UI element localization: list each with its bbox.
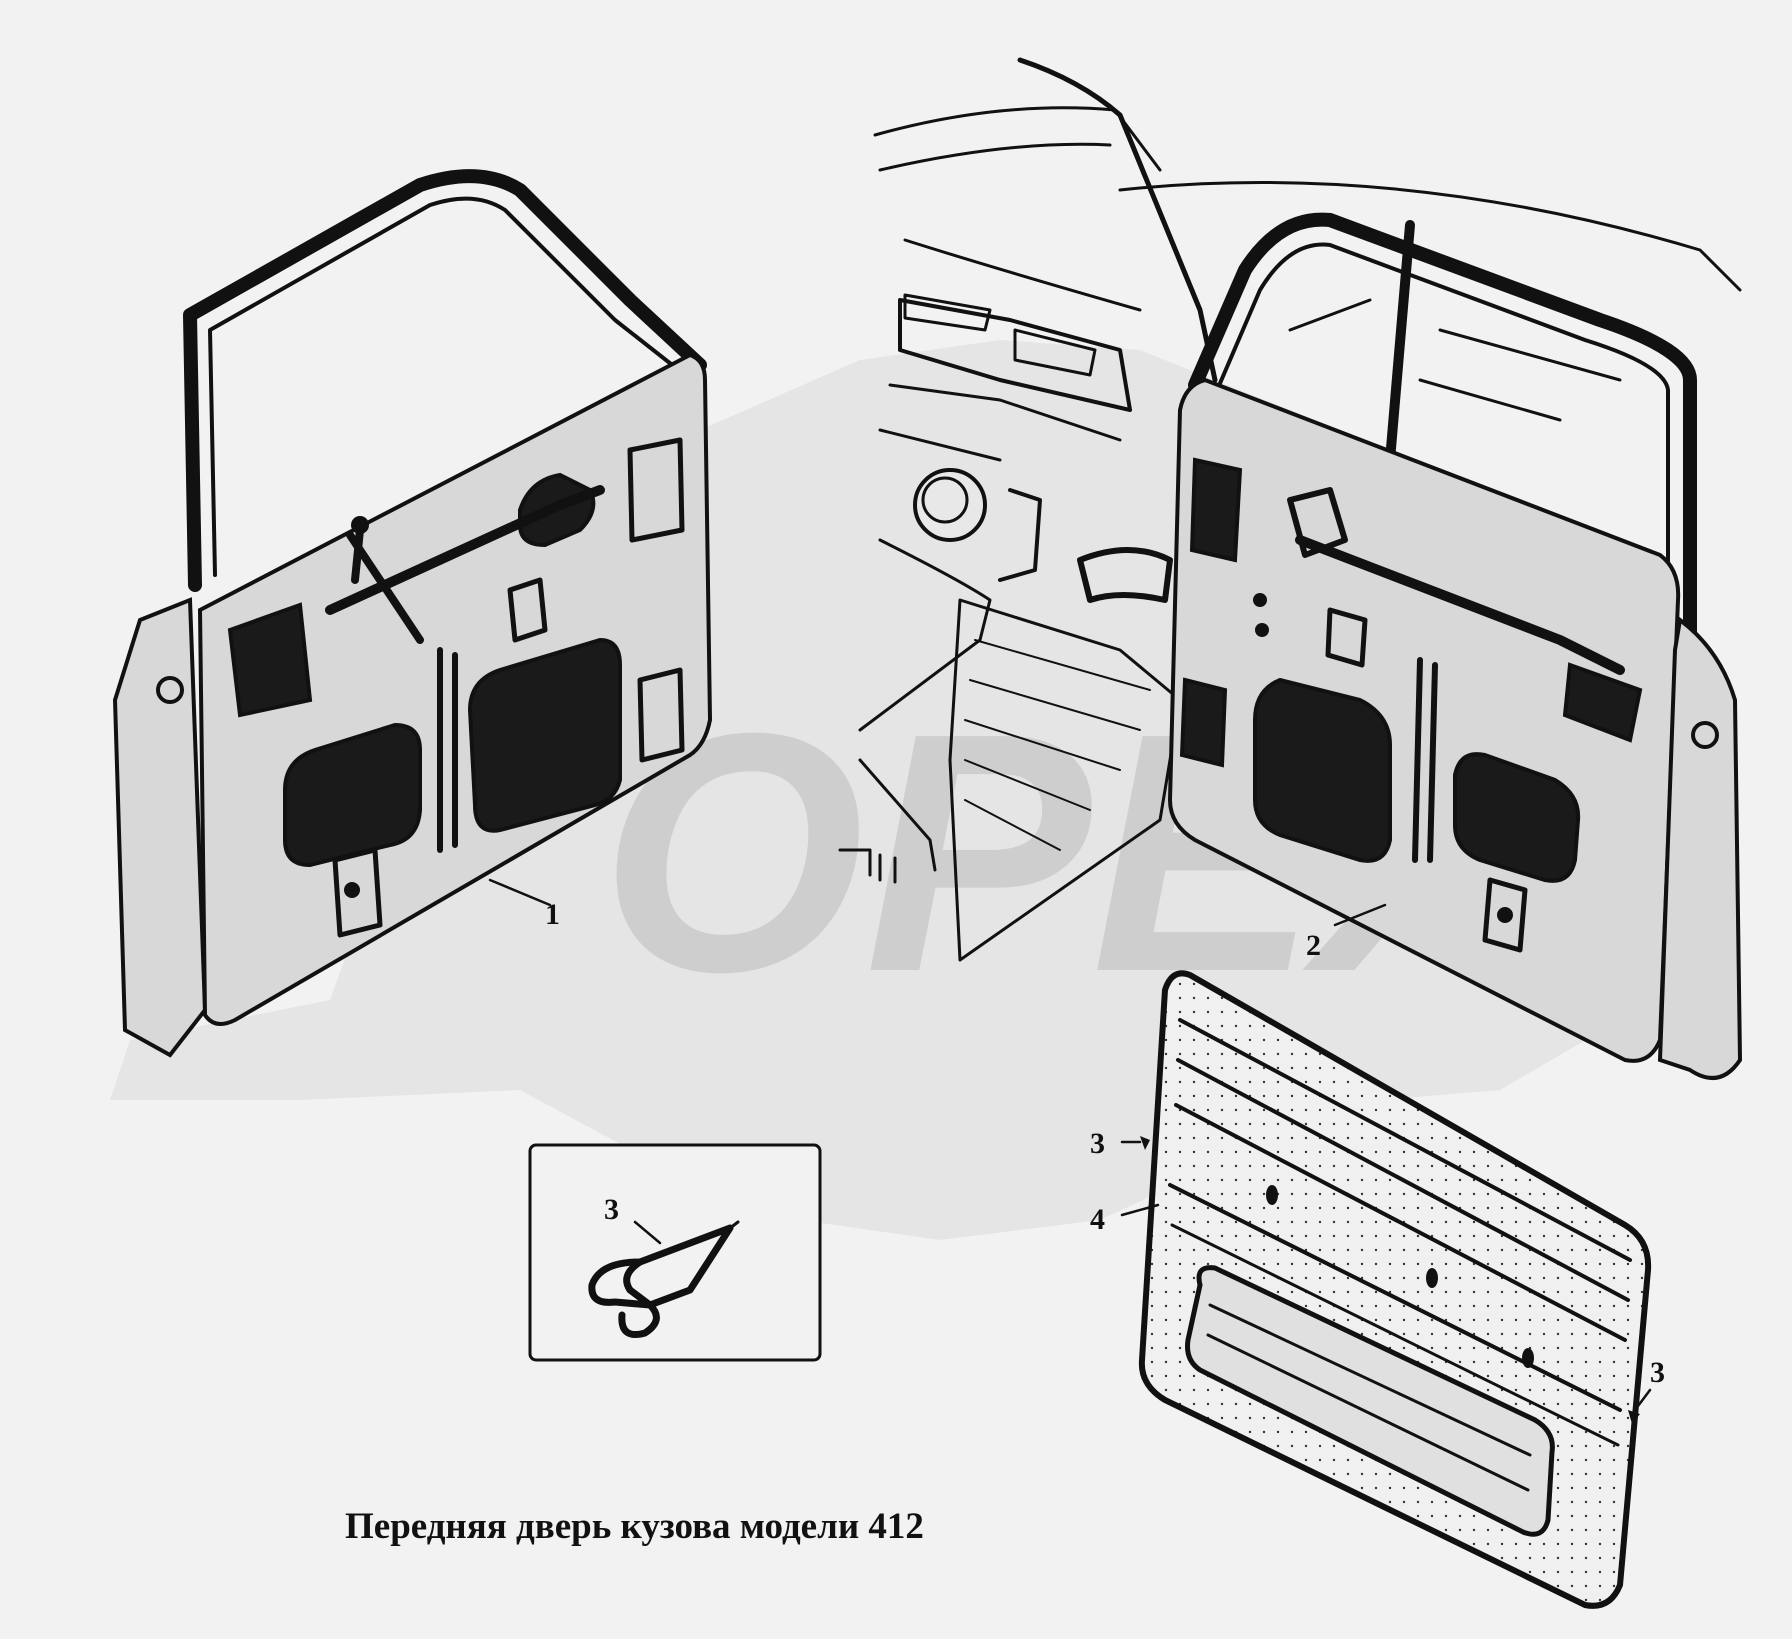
spring-clip-drawing [588, 1220, 740, 1338]
door-trim-panel: 4 3 3 [1090, 970, 1665, 1609]
callout-clip-lower: 3 [1650, 1356, 1665, 1389]
callout-clip-inset: 3 [604, 1193, 619, 1226]
front-door-right: 2 [1167, 212, 1743, 1080]
front-door-left: 1 [112, 169, 713, 1058]
diagram-caption: Передняя дверь кузова модели 412 [345, 1506, 924, 1547]
callout-trim-panel: 4 [1090, 1203, 1105, 1236]
callout-clip-upper: 3 [1090, 1127, 1105, 1160]
callout-front-door-right: 2 [1306, 929, 1321, 962]
car-body-interior-sketch [838, 57, 1742, 962]
callout-front-door-left: 1 [545, 898, 560, 931]
clip-inset: 3 [528, 1143, 822, 1362]
